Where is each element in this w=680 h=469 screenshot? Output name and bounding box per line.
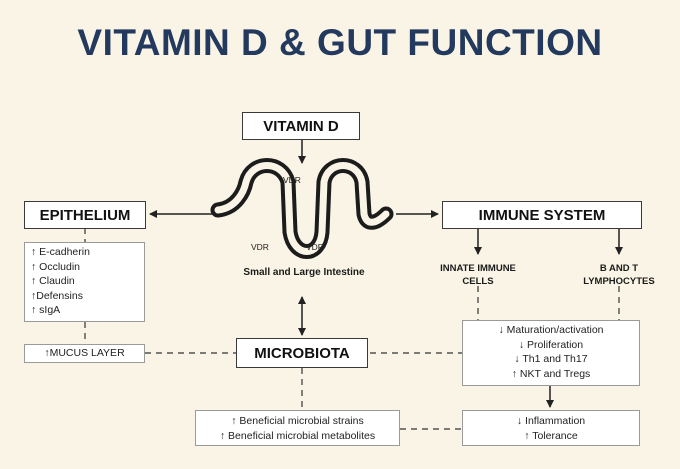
effect-item: ↑ sIgA <box>31 304 61 316</box>
intestine-label: Small and Large Intestine <box>243 267 365 278</box>
immune-effects-box: ↓ Maturation/activation ↓ Proliferation … <box>462 320 640 386</box>
effect-item: ↓ Maturation/activation <box>498 324 604 336</box>
vitamin-d-box: VITAMIN D <box>242 112 360 140</box>
effect-item: ↑ E-cadherin <box>31 246 90 258</box>
mucus-layer-box: ↑MUCUS LAYER <box>24 344 145 363</box>
effect-item: ↑ Beneficial microbial metabolites <box>219 429 376 442</box>
effect-item: ↑ Beneficial microbial strains <box>231 415 364 427</box>
effect-item: ↑ NKT and Tregs <box>511 367 591 380</box>
vdr-label: VDR <box>283 175 301 185</box>
innate-immune-label: INNATE IMMUNE CELLS <box>440 263 516 287</box>
epithelium-effects-box: ↑ E-cadherin ↑ Occludin ↑ Claudin ↑Defen… <box>24 242 145 322</box>
immune-system-box: IMMUNE SYSTEM <box>442 201 642 229</box>
outcomes-box: ↓ Inflammation ↑ Tolerance <box>462 410 640 446</box>
effect-item: ↑ Claudin <box>31 275 75 287</box>
effect-item: ↑Defensins <box>31 289 83 302</box>
effect-item: ↑ Occludin <box>31 260 81 273</box>
b-t-lymphocytes-label: B AND T LYMPHOCYTES <box>583 263 655 287</box>
effect-item: ↑ Tolerance <box>524 429 578 442</box>
vdr-label: VDR <box>251 242 269 252</box>
vdr-label: VDR <box>306 242 324 252</box>
epithelium-box: EPITHELIUM <box>24 201 146 229</box>
effect-item: ↓ Proliferation <box>518 338 584 351</box>
intestine-illustration <box>210 158 394 259</box>
effect-item: ↓ Inflammation <box>516 415 586 427</box>
microbiota-box: MICROBIOTA <box>236 338 368 368</box>
page-title: VITAMIN D & GUT FUNCTION <box>77 22 603 63</box>
effect-item: ↓ Th1 and Th17 <box>514 353 588 365</box>
microbial-effects-box: ↑ Beneficial microbial strains ↑ Benefic… <box>195 410 400 446</box>
